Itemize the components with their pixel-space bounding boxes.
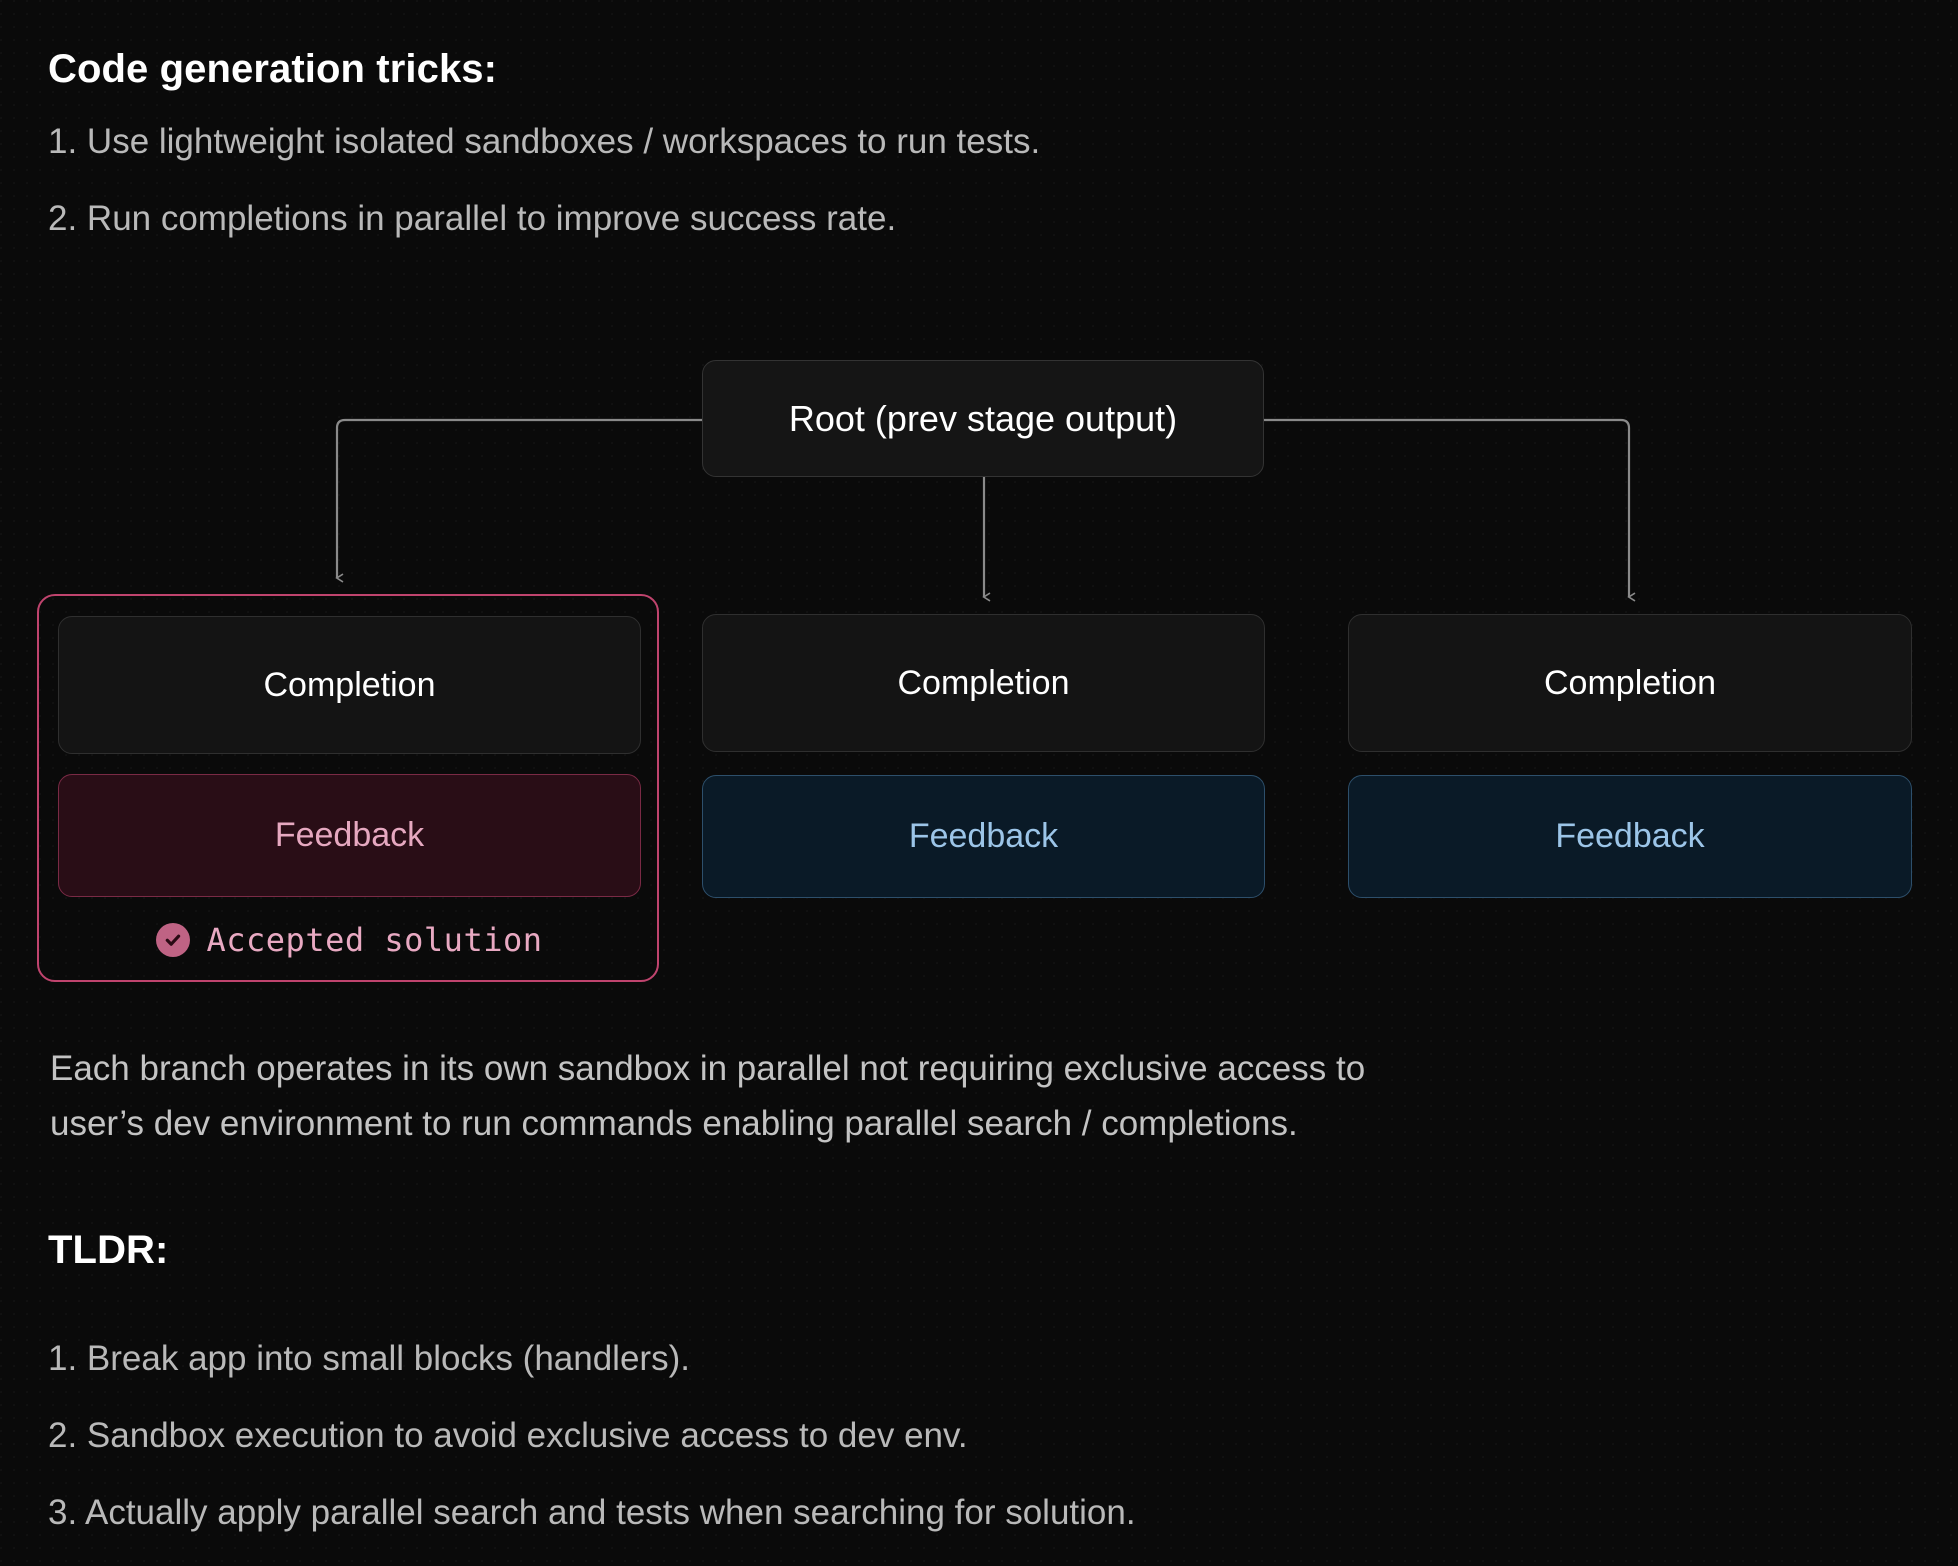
- diagram-caption-line-1: Each branch operates in its own sandbox …: [50, 1049, 1366, 1088]
- connector-root-to-branch-1: [335, 418, 702, 583]
- code-generation-item-1: 1. Use lightweight isolated sandboxes / …: [48, 122, 1041, 161]
- accepted-solution-row: Accepted solution: [58, 916, 641, 964]
- node-completion-1[interactable]: Completion: [58, 616, 641, 754]
- node-completion-3[interactable]: Completion: [1348, 614, 1912, 752]
- code-generation-item-2: 2. Run completions in parallel to improv…: [48, 199, 897, 238]
- tldr-item-3: 3. Actually apply parallel search and te…: [48, 1493, 1136, 1532]
- branch-card-accepted[interactable]: Completion Feedback Accepted solution: [37, 594, 659, 982]
- node-feedback-2[interactable]: Feedback: [702, 775, 1265, 898]
- node-root[interactable]: Root (prev stage output): [702, 360, 1264, 477]
- connector-root-to-branch-3: [1264, 418, 1636, 602]
- check-circle-icon: [156, 923, 191, 957]
- node-completion-2[interactable]: Completion: [702, 614, 1265, 752]
- tldr-heading: TLDR:: [48, 1228, 169, 1272]
- node-feedback-3[interactable]: Feedback: [1348, 775, 1912, 898]
- tldr-item-1: 1. Break app into small blocks (handlers…: [48, 1339, 690, 1378]
- diagram-caption: Each branch operates in its own sandbox …: [50, 1041, 1365, 1151]
- code-generation-heading: Code generation tricks:: [48, 47, 498, 91]
- diagram-caption-line-2: user’s dev environment to run commands e…: [50, 1104, 1298, 1143]
- accepted-solution-label: Accepted solution: [206, 921, 543, 959]
- node-feedback-1[interactable]: Feedback: [58, 774, 641, 897]
- tldr-item-2: 2. Sandbox execution to avoid exclusive …: [48, 1416, 968, 1455]
